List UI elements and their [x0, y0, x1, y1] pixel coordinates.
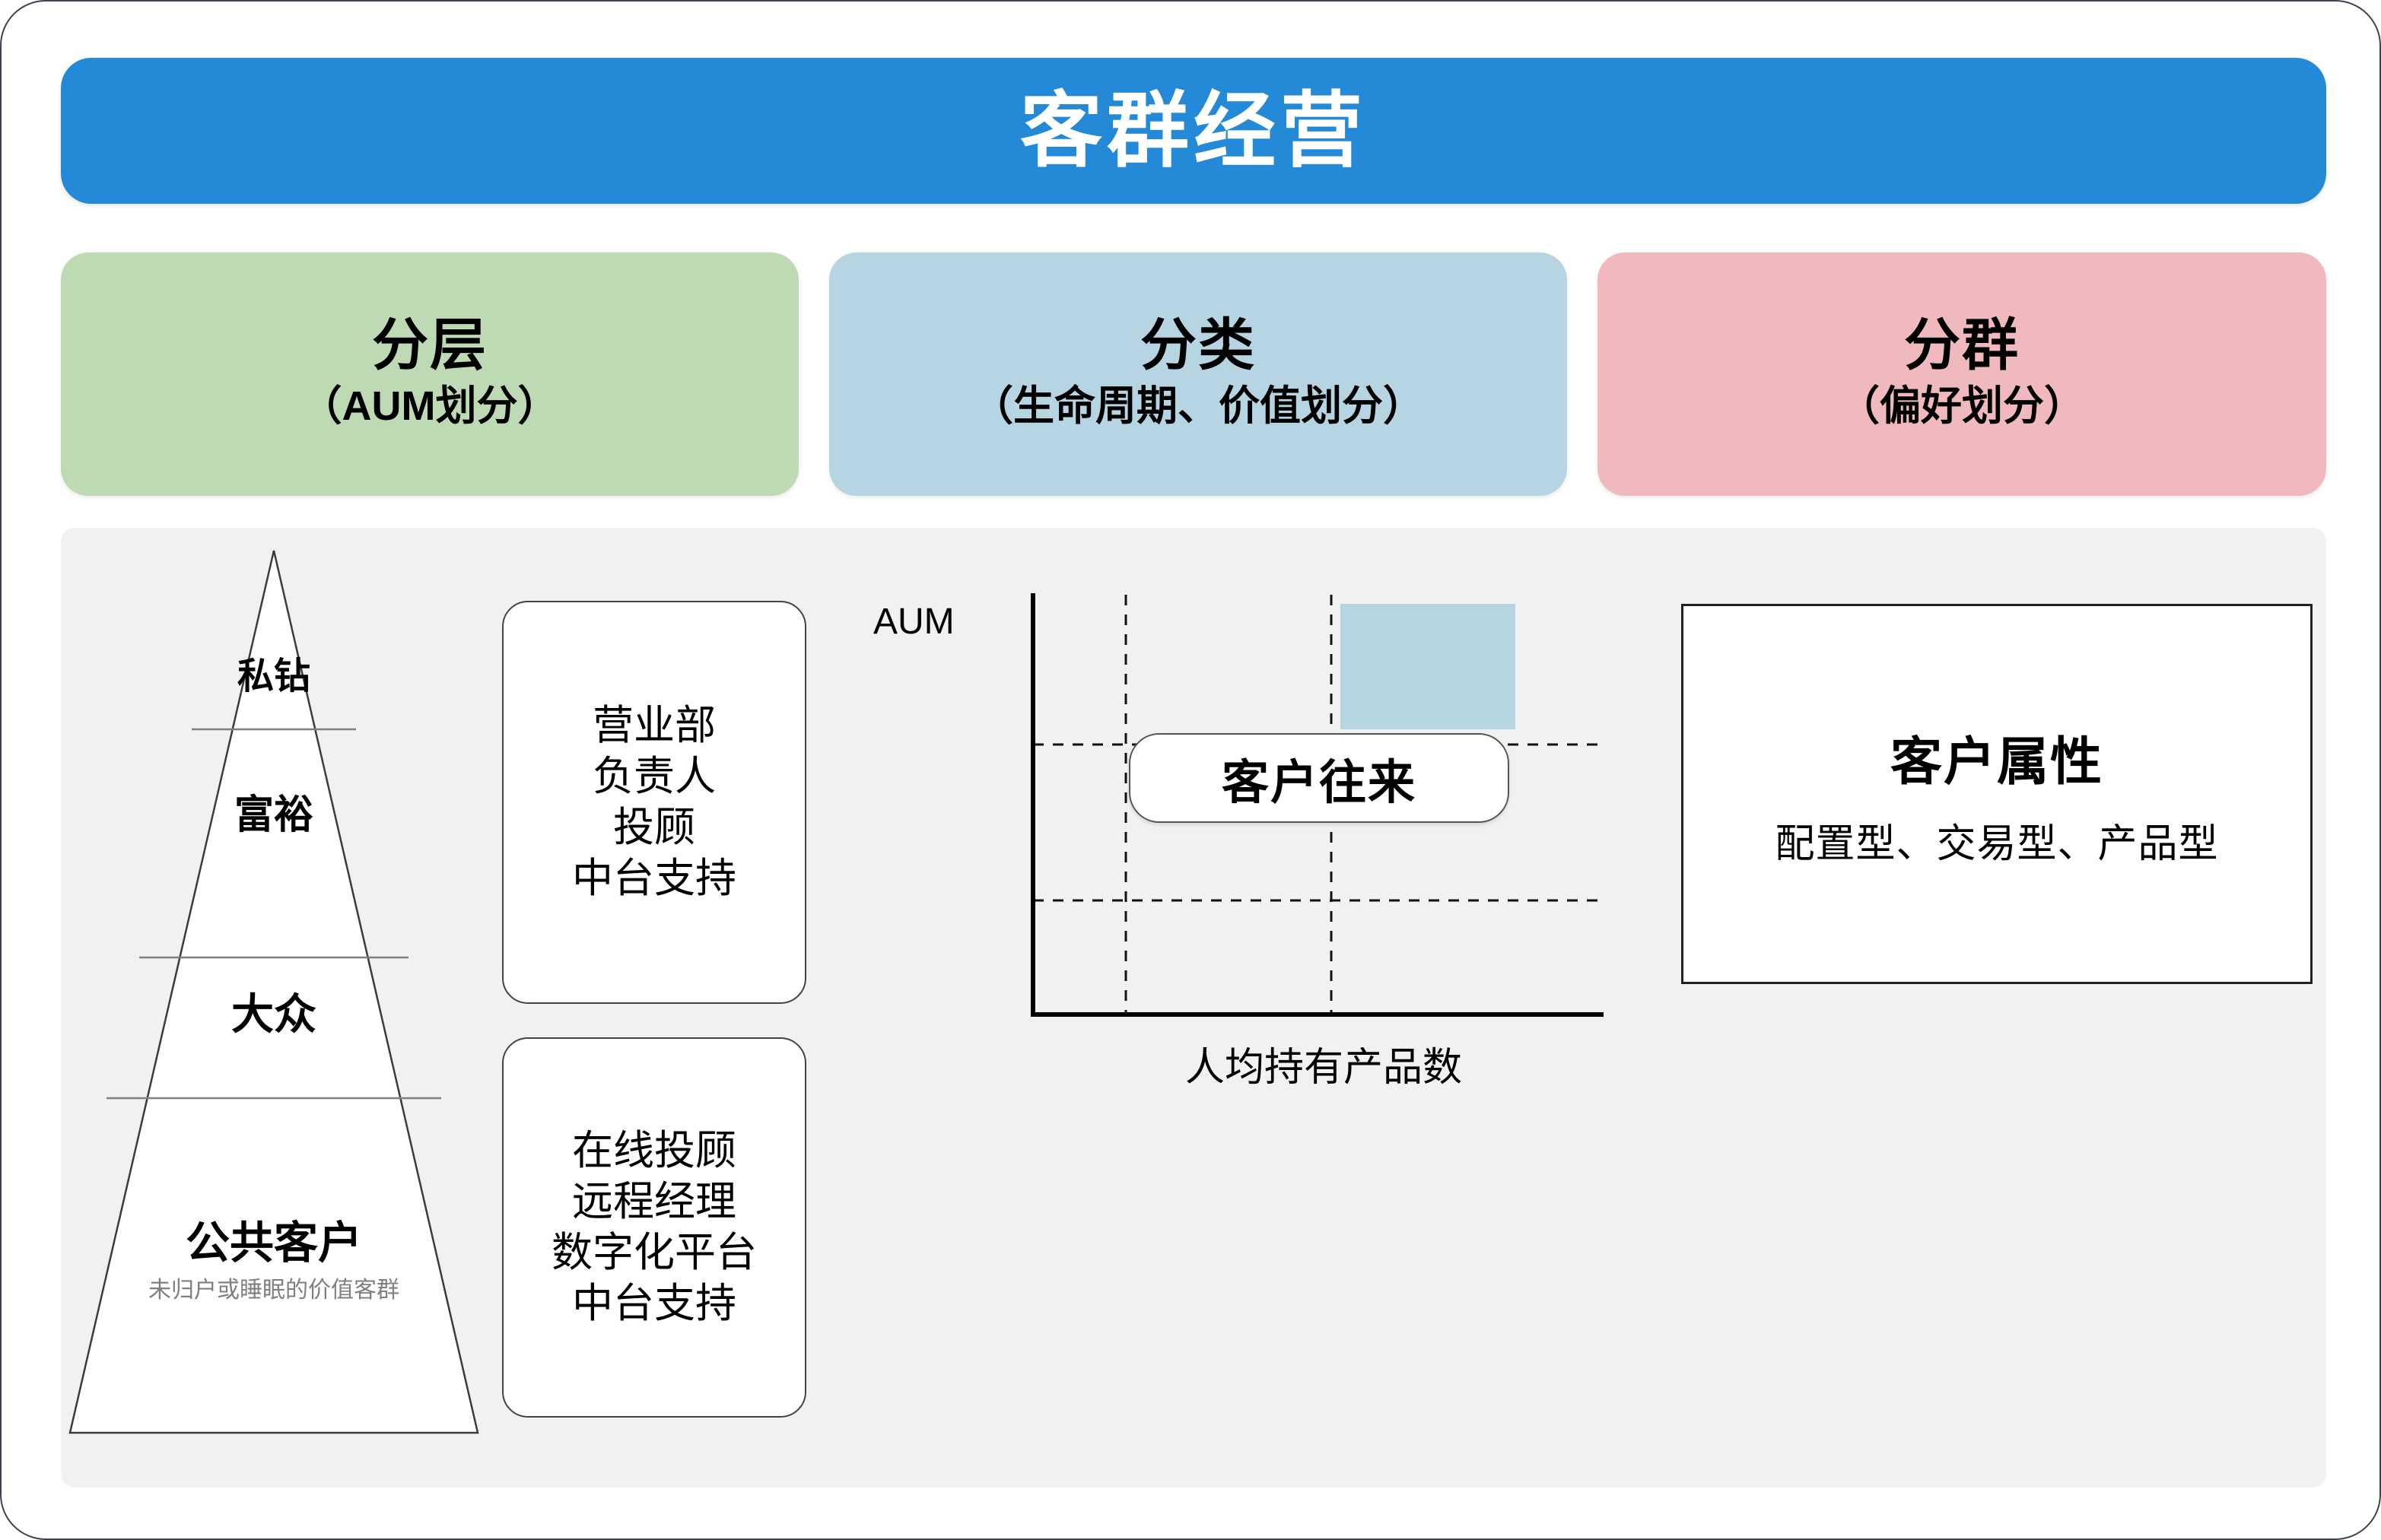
category-row: 分层 （AUM划分） 分类 （生命周期、价值划分） 分群 （偏好划分）: [61, 252, 2326, 496]
category-title: 分类: [1140, 313, 1256, 376]
page-title: 客群经营: [1019, 84, 1367, 176]
category-title: 分群: [1904, 313, 2020, 376]
category-subtitle: （偏好划分）: [1839, 383, 2085, 430]
channel-line: 数字化平台: [552, 1230, 757, 1275]
category-card-layering[interactable]: 分层 （AUM划分）: [61, 252, 799, 496]
channel-line: 远程经理: [572, 1179, 736, 1225]
category-subtitle: （AUM划分）: [300, 383, 559, 430]
channel-line: 在线投顾: [572, 1128, 736, 1174]
channel-box-online[interactable]: 在线投顾 远程经理 数字化平台 中台支持: [502, 1037, 806, 1418]
aum-product-chart: [867, 581, 1620, 1068]
chart-axes-grid: [1031, 593, 1604, 1017]
channel-box-offline[interactable]: 营业部 负责人 投顾 中台支持: [502, 601, 806, 1004]
chart-highlight-region: [1340, 604, 1515, 729]
chart-pill-label: 客户往来: [1221, 757, 1416, 809]
header-bar: 客群经营: [61, 58, 2326, 204]
channel-line: 投顾: [613, 805, 695, 850]
channel-line: 营业部: [593, 703, 716, 749]
category-subtitle: （生命周期、价值划分）: [972, 383, 1424, 430]
category-title: 分层: [372, 313, 488, 376]
main-panel: 私钻 富裕 大众 公共客户 未归户或睡眠的价值客群 营业部 负责人 投顾 中台支…: [61, 528, 2326, 1488]
channel-line: 中台支持: [572, 1280, 736, 1326]
chart-x-axis-label: 人均持有产品数: [1184, 1046, 1462, 1090]
category-card-segmentation[interactable]: 分群 （偏好划分）: [1597, 252, 2326, 496]
attributes-subtitle: 配置型、交易型、产品型: [1775, 822, 2219, 866]
chart-y-axis-label: AUM: [873, 602, 955, 642]
pyramid-shape: [68, 550, 479, 1434]
category-card-classification[interactable]: 分类 （生命周期、价值划分）: [829, 252, 1567, 496]
channel-line: 中台支持: [572, 855, 736, 901]
customer-attributes-box[interactable]: 客户属性 配置型、交易型、产品型: [1681, 604, 2313, 984]
attributes-title: 客户属性: [1890, 733, 2103, 791]
channel-line: 负责人: [593, 754, 716, 800]
customer-tier-pyramid: 私钻 富裕 大众 公共客户 未归户或睡眠的价值客群: [61, 543, 487, 1440]
chart-center-pill[interactable]: 客户往来: [1129, 733, 1509, 823]
